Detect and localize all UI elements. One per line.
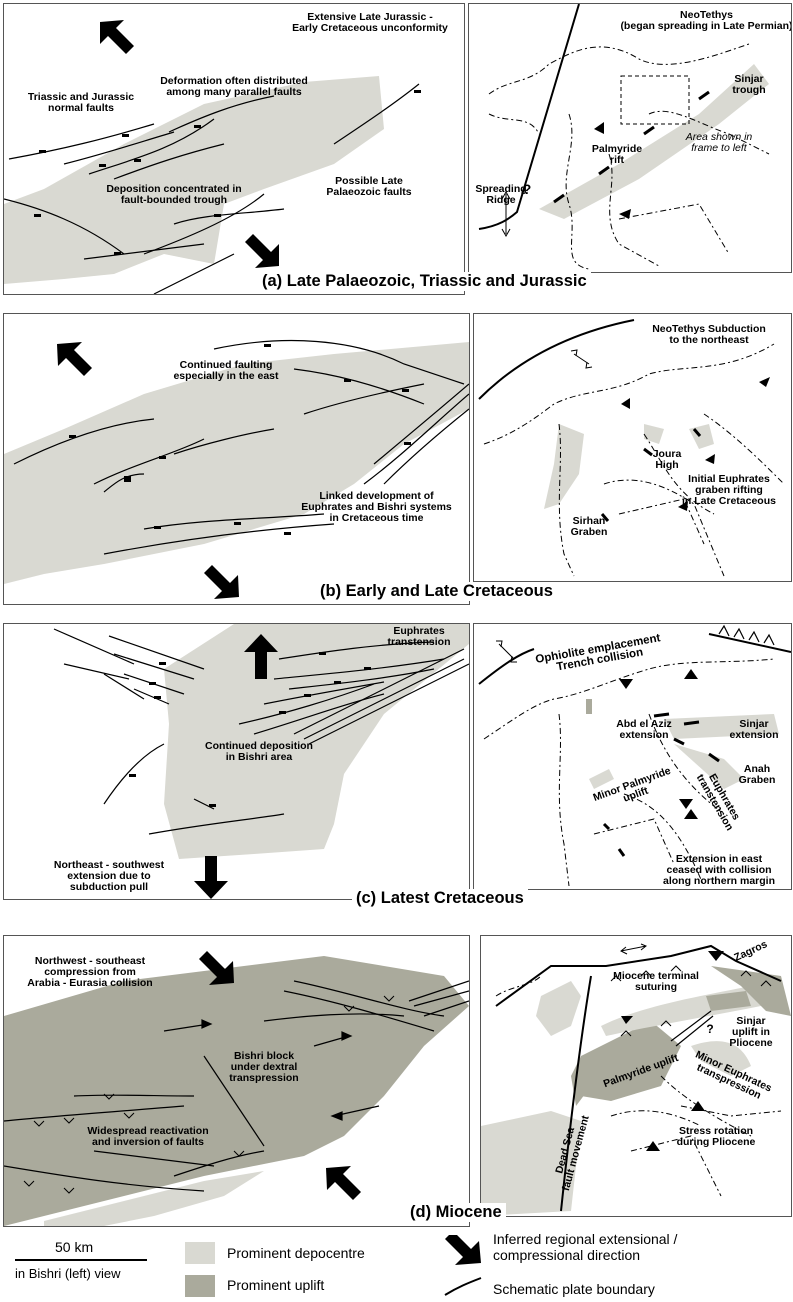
- scale-note: in Bishri (left) view: [15, 1266, 121, 1281]
- sirhan-graben-label: Sirhan Graben: [570, 515, 608, 538]
- panel-c-caption: (c) Latest Cretaceous: [352, 889, 528, 908]
- panel-c-right: Ophiolite emplacement Trench collision A…: [473, 623, 792, 890]
- palmyride-rift-label: Palmyride rift: [591, 143, 643, 166]
- panel-a-left-map: [4, 20, 421, 294]
- trench: [478, 633, 791, 685]
- scale-bar: [15, 1259, 147, 1261]
- neotethys-label: NeoTethys (began spreading in Late Permi…: [620, 9, 792, 32]
- arrow-icon-3: [705, 454, 715, 464]
- suturing-label: Miocene terminal suturing: [613, 970, 699, 993]
- panel-d-left: Northwest - southeast compression from A…: [3, 935, 470, 1227]
- panel-a-left: Extensive Late Jurassic - Early Cretaceo…: [3, 3, 465, 295]
- trough-depocentre: [4, 76, 384, 284]
- panel-d-caption: (d) Miocene: [406, 1203, 506, 1222]
- arrow-legend-label: Inferred regional extensional / compress…: [493, 1231, 678, 1263]
- panel-a-right-map: [478, 4, 770, 270]
- panel-b-left-map: [4, 340, 469, 599]
- legend: 50 km in Bishri (left) view Prominent de…: [0, 1231, 793, 1302]
- continued-deposition-label: Continued deposition in Bishri area: [205, 740, 313, 763]
- se-arrow-icon: [245, 234, 279, 268]
- abd-el-aziz-label: Abd el Aziz extension: [616, 718, 672, 741]
- uplift-swatch: [185, 1275, 215, 1297]
- arrow-icon: [621, 398, 630, 409]
- legend-arrow-icon: [445, 1235, 481, 1265]
- unconformity-label: Extensive Late Jurassic - Early Cretaceo…: [292, 11, 448, 34]
- euphrates-graben-label: Initial Euphrates graben rifting in Late…: [682, 473, 776, 507]
- sinjar-extension-label: Sinjar extension: [729, 718, 779, 741]
- nw-arrow-icon: [326, 1166, 361, 1200]
- area-shown-label: Area shown in frame to left: [685, 131, 753, 154]
- arrow-icon-2: [619, 209, 631, 219]
- uplift-label: Prominent uplift: [227, 1277, 325, 1293]
- south-arrow-icon: [194, 856, 228, 899]
- spreading-arrow-icon: [501, 190, 511, 238]
- spreading-ridge-label: Spreading Ridge: [475, 183, 527, 206]
- panel-b-caption: (b) Early and Late Cretaceous: [316, 582, 557, 601]
- widespread-label: Widespread reactivation and inversion of…: [87, 1125, 209, 1148]
- anah-graben-label: Anah Graben: [738, 763, 776, 786]
- plate-boundary: [495, 944, 782, 1212]
- euphrates-transtension-label: Euphrates transtension: [387, 625, 451, 648]
- triassic-faults-label: Triassic and Jurassic normal faults: [27, 91, 135, 114]
- plate-boundary-legend-icon: [444, 1277, 482, 1296]
- question-label: ?: [522, 181, 532, 197]
- arrow-icon-3: [684, 809, 698, 819]
- bishri-area-depocentre: [164, 624, 469, 859]
- stress-rotation-label: Stress rotation during Pliocene: [676, 1125, 756, 1148]
- area-shown-box: [620, 75, 690, 125]
- bishri-block-label: Bishri block under dextral transpression: [229, 1050, 299, 1084]
- scale-label: 50 km: [55, 1239, 94, 1255]
- arrow-icon: [684, 669, 698, 679]
- panel-b-right-map: [478, 319, 785, 577]
- arrow-icon: [708, 951, 724, 961]
- arrow-icon-4: [678, 501, 688, 511]
- arrow-icon-3: [691, 1101, 705, 1111]
- north-arrow-icon: [244, 634, 278, 679]
- se-arrow-icon: [204, 565, 239, 599]
- ceased-label: Extension in east ceased with collision …: [662, 853, 775, 887]
- panel-a-caption: (a) Late Palaeozoic, Triassic and Jurass…: [258, 272, 591, 291]
- nw-arrow-icon: [57, 342, 92, 376]
- plate-boundary: [478, 319, 635, 400]
- arrow-icon: [594, 122, 604, 134]
- arrow-icon-2: [759, 377, 770, 387]
- ne-sw-extension-label: Northeast - southwest extension due to s…: [53, 859, 165, 893]
- panel-c-left-map: [53, 624, 469, 899]
- depocentre-swatch: [185, 1242, 215, 1264]
- panel-b-right: NeoTethys Subduction to the northeast Jo…: [473, 313, 792, 582]
- joura-high-label: Joura High: [652, 448, 682, 471]
- question-label: ?: [706, 1022, 714, 1036]
- panel-c-right-map: [478, 624, 791, 887]
- deposition-label: Deposition concentrated in fault-bounded…: [106, 183, 242, 206]
- panel-d-left-map: [4, 951, 469, 1226]
- subduction-label: NeoTethys Subduction to the northeast: [652, 323, 766, 346]
- linked-development-label: Linked development of Euphrates and Bish…: [301, 490, 452, 524]
- nw-arrow-icon: [100, 20, 134, 54]
- panel-c-left: Euphrates transtension Continued deposit…: [3, 623, 470, 900]
- deformation-label: Deformation often distributed among many…: [160, 75, 308, 98]
- sinjar-trough-label: Sinjar trough: [732, 73, 766, 96]
- palaeozoic-faults-label: Possible Late Palaeozoic faults: [326, 175, 412, 198]
- arrow-icon-4: [646, 1141, 660, 1151]
- continued-faulting-label: Continued faulting especially in the eas…: [173, 359, 279, 382]
- arrow-icon-4: [679, 799, 693, 809]
- panel-d-right-map: [481, 943, 791, 1216]
- depocentre-label: Prominent depocentre: [227, 1245, 365, 1261]
- panel-d-right: Zagros Miocene terminal suturing Sinjar …: [480, 935, 792, 1217]
- sinjar-uplift-label: Sinjar uplift in Pliocene: [729, 1015, 773, 1049]
- plate-boundary-label: Schematic plate boundary: [493, 1281, 655, 1297]
- compression-label: Northwest - southeast compression from A…: [27, 955, 153, 989]
- arrow-icon-2: [621, 1016, 633, 1024]
- bishri-uplift: [4, 956, 469, 1226]
- arrow-icon-2: [619, 679, 633, 689]
- bishri-depocentre: [4, 342, 469, 584]
- se-arrow-icon: [199, 951, 234, 985]
- panel-b-left: Continued faulting especially in the eas…: [3, 313, 470, 605]
- plate-boundary: [478, 4, 580, 230]
- panel-a-right: NeoTethys (began spreading in Late Permi…: [468, 3, 792, 273]
